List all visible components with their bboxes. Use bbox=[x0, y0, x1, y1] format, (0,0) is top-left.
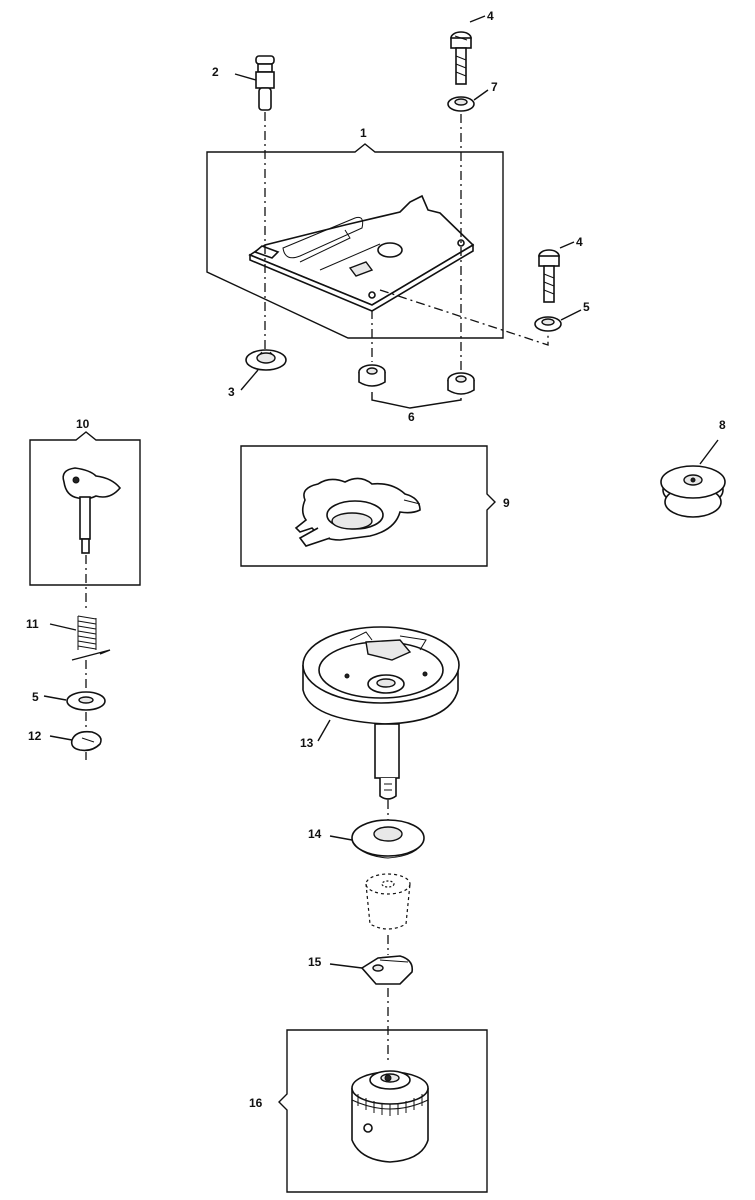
label-3: 3 bbox=[228, 385, 235, 399]
label-6: 6 bbox=[408, 410, 415, 424]
label-4-top: 4 bbox=[487, 9, 494, 23]
label-2: 2 bbox=[212, 65, 219, 79]
part-2-pin bbox=[255, 55, 275, 111]
part-8-bobbin bbox=[660, 465, 726, 518]
part-7-washer bbox=[447, 96, 475, 112]
group-9-frame bbox=[240, 445, 496, 567]
part-6-nut-right bbox=[447, 372, 475, 395]
part-10-lever-shaft bbox=[62, 467, 122, 554]
group-1-frame bbox=[206, 143, 504, 339]
phantom-gear bbox=[365, 873, 411, 930]
part-15-cam bbox=[360, 955, 414, 985]
label-5-right: 5 bbox=[583, 300, 590, 314]
part-4-screw-top bbox=[450, 31, 472, 85]
label-8: 8 bbox=[719, 418, 726, 432]
label-4-right: 4 bbox=[576, 235, 583, 249]
label-9: 9 bbox=[503, 496, 510, 510]
label-1: 1 bbox=[360, 126, 367, 140]
part-13-rotary-hook bbox=[302, 626, 460, 800]
group-10-frame bbox=[29, 431, 141, 586]
part-3-washer bbox=[245, 349, 287, 371]
part-14-washer bbox=[351, 819, 425, 859]
throat-plate bbox=[248, 194, 475, 312]
label-5-left: 5 bbox=[32, 690, 39, 704]
part-9-bobbin-case bbox=[294, 477, 421, 547]
part-11-spring bbox=[71, 615, 111, 661]
part-4-screw-right bbox=[538, 249, 560, 303]
part-16-gear-assembly bbox=[351, 1070, 429, 1163]
label-16: 16 bbox=[249, 1096, 263, 1110]
part-5-washer-right bbox=[534, 316, 562, 332]
label-7: 7 bbox=[491, 80, 498, 94]
label-11: 11 bbox=[26, 617, 39, 631]
label-15: 15 bbox=[308, 955, 322, 969]
part-6-nut-left bbox=[358, 364, 386, 387]
label-10: 10 bbox=[76, 417, 90, 431]
group-16-frame bbox=[278, 1029, 488, 1193]
part-5-washer-left bbox=[66, 691, 106, 711]
part-12-clip bbox=[70, 730, 102, 752]
label-14: 14 bbox=[308, 827, 322, 841]
label-13: 13 bbox=[300, 736, 314, 750]
label-12: 12 bbox=[28, 729, 42, 743]
